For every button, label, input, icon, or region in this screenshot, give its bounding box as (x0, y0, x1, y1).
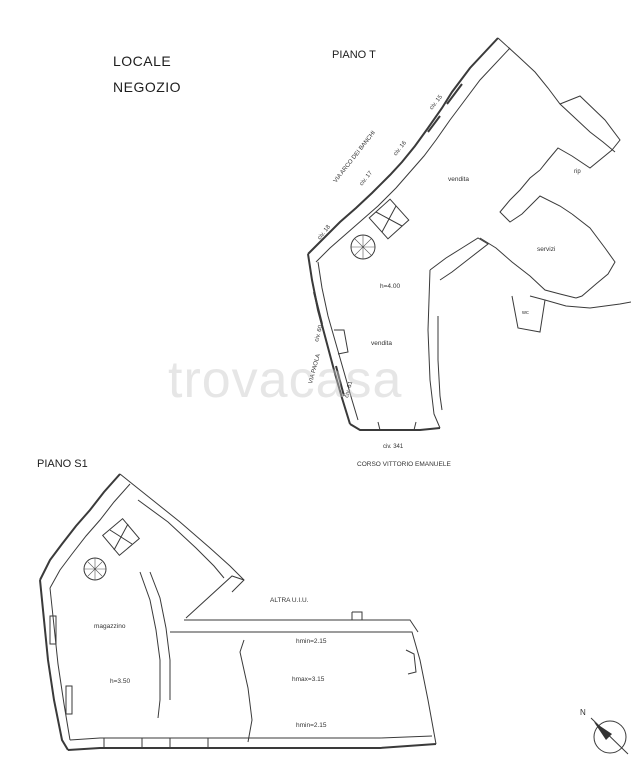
ground-wc-block (511, 295, 546, 333)
ground-facade-west-inner (317, 261, 359, 421)
basement-altra-notch (351, 611, 363, 621)
basement-height-label: h=3.50 (110, 678, 130, 685)
hmax-label: hmax=3.15 (292, 676, 325, 683)
ground-facade-west (307, 253, 351, 425)
basement-light-well-x2 (113, 523, 129, 551)
civ-60-label: civ. 60 (314, 324, 324, 343)
basement-altra-wall-top (185, 575, 245, 619)
civ-61-label: civ. 61 (344, 380, 354, 399)
ground-east-wall (427, 269, 441, 429)
basement-wall-north (39, 473, 121, 581)
basement-altra-wall (184, 619, 419, 633)
ground-light-well-x2 (381, 205, 397, 233)
ground-servizi-wall (571, 213, 616, 299)
basement-floor-plan: ALTRA U.I.U. magazzino h=3.50 hmin=2.15 … (39, 473, 437, 751)
room-label-magazzino: magazzino (94, 623, 126, 630)
ground-outline-southeast (544, 299, 631, 309)
room-label-wc: wc (521, 310, 529, 316)
basement-window-2 (65, 685, 73, 715)
ground-spiral-steps (351, 235, 375, 259)
basement-wall-northeast-inner (137, 499, 225, 579)
civ-17-label: civ. 17 (359, 170, 375, 188)
basement-wall-south (67, 743, 437, 751)
basement-opening-1 (103, 737, 143, 749)
floor-label-basement: PIANO S1 (37, 458, 88, 470)
compass-icon: N (580, 708, 629, 755)
ground-window-4 (335, 365, 345, 397)
basement-wall-northeast (119, 473, 245, 593)
ground-east-wall-outer (437, 316, 443, 411)
watermark: trovacasa (168, 351, 403, 409)
title-negozio: NEGOZIO (113, 79, 182, 95)
basement-room-east (170, 631, 437, 745)
ground-facade-north-inner (315, 47, 511, 263)
ground-entrance (377, 421, 417, 431)
room-label-rip: rip (574, 169, 581, 175)
room-label-vendita-bottom: vendita (371, 340, 392, 347)
basement-window-1 (49, 615, 57, 645)
basement-room-east-inner (239, 639, 253, 743)
ground-west-niche (334, 329, 349, 355)
ground-window-3 (313, 291, 323, 325)
ground-rip-room (539, 95, 621, 171)
ground-inner-partition (429, 237, 489, 281)
basement-wall-west-inner (49, 587, 71, 741)
ground-light-well (368, 198, 410, 240)
ground-height-label: h=4.00 (380, 283, 400, 290)
basement-divider (139, 571, 161, 719)
street-label-corso-vittorio: CORSO VITTORIO EMANUELE (357, 461, 451, 468)
ground-window-1 (446, 83, 463, 105)
other-unit-label: ALTRA U.I.U. (270, 597, 309, 604)
ground-outline-east (497, 37, 616, 153)
basement-light-well (101, 517, 141, 557)
title-locale: LOCALE (113, 53, 172, 69)
basement-wall-south-inner (69, 735, 433, 741)
basement-spiral-steps (84, 558, 106, 580)
basement-divider-2 (149, 571, 171, 700)
hmin-top-label: hmin=2.15 (296, 638, 327, 645)
civ-341-label: civ. 341 (383, 444, 404, 450)
civ-16-label: civ. 16 (393, 140, 409, 158)
ground-window-2 (427, 115, 441, 133)
ground-stepped-wall (499, 169, 573, 223)
ground-facade-south (349, 423, 441, 431)
basement-room-pilaster (405, 649, 417, 675)
floor-label-ground: PIANO T (332, 49, 376, 61)
room-label-vendita-top: vendita (448, 176, 469, 183)
basement-wall-west (39, 579, 69, 751)
basement-opening-2 (169, 737, 209, 749)
hmin-bottom-label: hmin=2.15 (296, 722, 327, 729)
basement-wall-north-inner (49, 483, 131, 589)
room-label-servizi: servizi (537, 246, 555, 253)
compass-north-label: N (580, 708, 586, 717)
ground-servizi-inner (479, 237, 577, 299)
ground-facade-north (307, 37, 499, 255)
